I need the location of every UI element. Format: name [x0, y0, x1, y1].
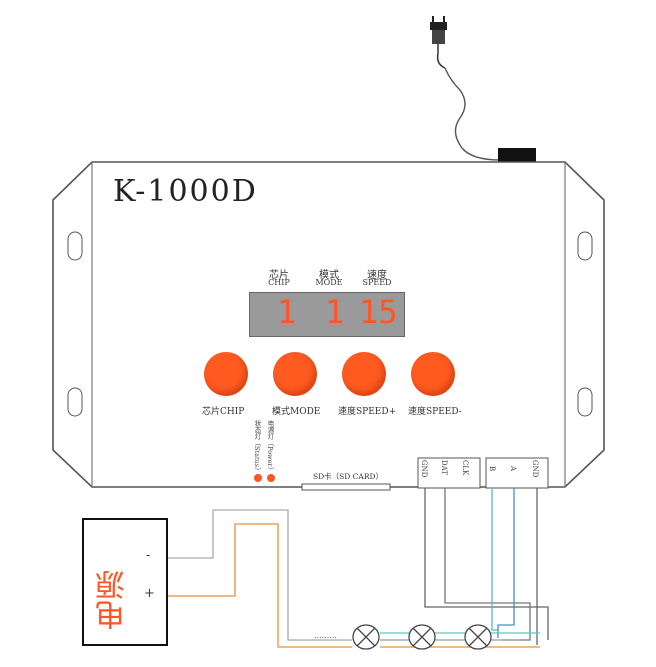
sd-card-slot: [301, 483, 391, 491]
speed-down-button[interactable]: [411, 352, 455, 396]
display-header-chip-zh: 芯片: [269, 270, 289, 281]
svg-text:.........: .........: [314, 631, 337, 640]
display-header-mode-en: MODE: [315, 278, 343, 287]
display-header-chip-en: CHIP: [268, 278, 290, 287]
power-minus-label: -: [146, 548, 151, 563]
mount-slot-right-bottom: [577, 387, 593, 417]
power-plus-label: +: [144, 586, 155, 601]
display-header-speed-en: SPEED: [362, 278, 392, 287]
power-led-label: 电源灯（Power）: [266, 420, 274, 474]
mount-slot-left-top: [67, 231, 83, 261]
terminal-block-left: [417, 457, 481, 489]
status-led-label: 状态灯（Status）: [253, 420, 261, 474]
display-speed-value: 15: [359, 293, 398, 331]
display-header-speed-zh: 速度: [367, 270, 387, 281]
terminal-gnd-left: GND: [420, 460, 428, 478]
speed-up-button-label: 速度SPEED+: [338, 407, 397, 417]
terminal-gnd-right: GND: [531, 460, 539, 478]
segment-display: [249, 292, 405, 337]
chip-button-label: 芯片CHIP: [202, 407, 245, 417]
display-header-mode-zh: 模式: [319, 270, 339, 281]
display-chip-value: 1: [277, 293, 297, 331]
terminal-clk: CLK: [461, 460, 469, 476]
device-model-title: K-1000D: [113, 174, 258, 209]
mount-slot-left-bottom: [67, 387, 83, 417]
power-cable: [444, 67, 501, 161]
status-led: [254, 474, 262, 482]
sd-card-label: SD卡（SD CARD）: [313, 472, 384, 481]
terminal-a: A: [509, 466, 517, 472]
chip-button[interactable]: [204, 352, 248, 396]
power-supply-box: [82, 518, 168, 646]
power-plug-icon: [430, 16, 447, 69]
terminal-dat: DAT: [440, 460, 448, 475]
cable-grommet: [498, 148, 536, 162]
mount-slot-right-top: [577, 231, 593, 261]
terminal-b: B: [488, 466, 496, 472]
power-supply-label: 电源: [96, 570, 131, 630]
power-led: [267, 474, 275, 482]
lamp-icon-2: [408, 624, 436, 650]
lamp-icon-1: [352, 624, 380, 650]
lamp-icon-3: [464, 624, 492, 650]
terminal-block-right: [485, 457, 549, 489]
mode-button-label: 模式MODE: [272, 407, 321, 417]
speed-up-button[interactable]: [342, 352, 386, 396]
speed-down-button-label: 速度SPEED-: [408, 407, 462, 417]
mode-button[interactable]: [273, 352, 317, 396]
display-mode-value: 1: [325, 293, 345, 331]
